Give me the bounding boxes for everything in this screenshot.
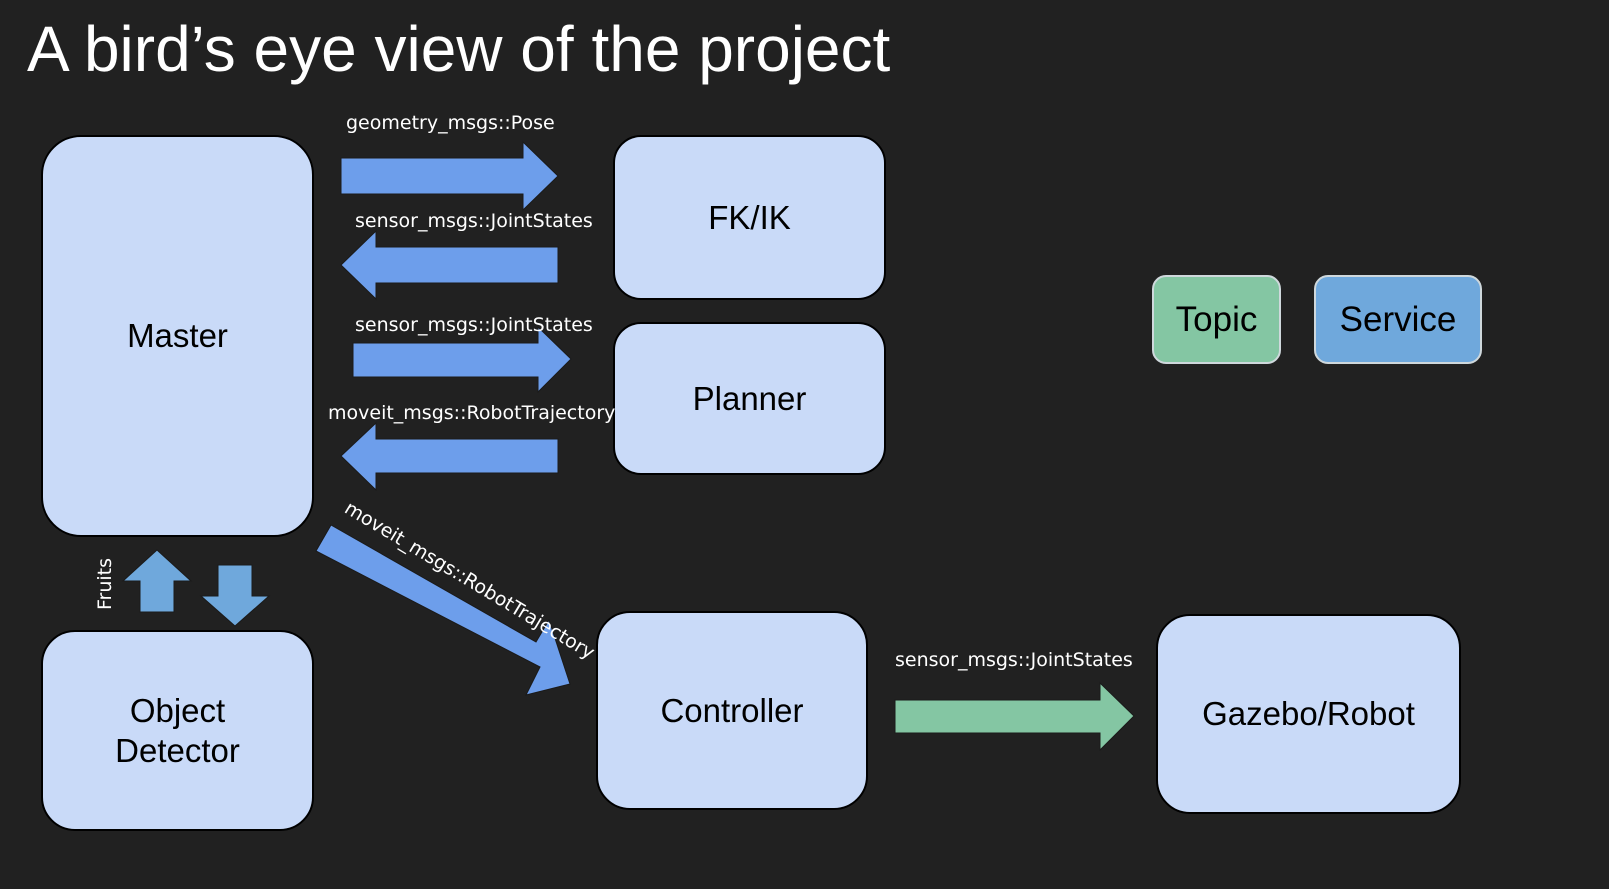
page-title: A bird’s eye view of the project xyxy=(27,13,891,85)
object-detector-label-line2: Detector xyxy=(115,731,240,769)
legend-service: Service xyxy=(1314,275,1482,364)
legend-service-label: Service xyxy=(1339,299,1457,339)
edge-label-planner-to-master: moveit_msgs::RobotTrajectory xyxy=(328,402,616,424)
edge-label-fkik-to-master: sensor_msgs::JointStates xyxy=(355,210,593,232)
gazebo-label: Gazebo/Robot xyxy=(1202,695,1415,733)
object-detector-node: Object Detector xyxy=(41,630,314,831)
arrow-master-to-controller xyxy=(315,524,571,696)
arrow-master-to-planner xyxy=(352,325,572,394)
master-node: Master xyxy=(41,135,314,537)
arrow-fkik-to-master xyxy=(340,229,559,301)
gazebo-node: Gazebo/Robot xyxy=(1156,614,1461,814)
arrow-detector-to-master xyxy=(121,549,193,613)
arrow-planner-to-master xyxy=(340,421,559,492)
edge-label-master-to-fkik: geometry_msgs::Pose xyxy=(346,112,555,134)
fkik-node: FK/IK xyxy=(613,135,886,300)
edge-label-fruits: Fruits xyxy=(94,557,116,610)
arrow-master-to-fkik xyxy=(340,140,559,212)
planner-label: Planner xyxy=(692,379,807,417)
master-label: Master xyxy=(127,317,228,355)
legend-topic: Topic xyxy=(1152,275,1281,364)
object-detector-label-line1: Object xyxy=(129,691,226,729)
planner-node: Planner xyxy=(613,322,886,475)
controller-label: Controller xyxy=(660,691,804,729)
legend-topic-label: Topic xyxy=(1175,299,1258,339)
edge-label-master-to-planner: sensor_msgs::JointStates xyxy=(355,314,593,336)
arrow-controller-to-gazebo xyxy=(894,681,1135,752)
arrow-master-to-detector xyxy=(199,564,271,627)
controller-node: Controller xyxy=(596,611,868,810)
edge-label-controller-to-gazebo: sensor_msgs::JointStates xyxy=(895,649,1133,671)
fkik-label: FK/IK xyxy=(708,198,791,236)
